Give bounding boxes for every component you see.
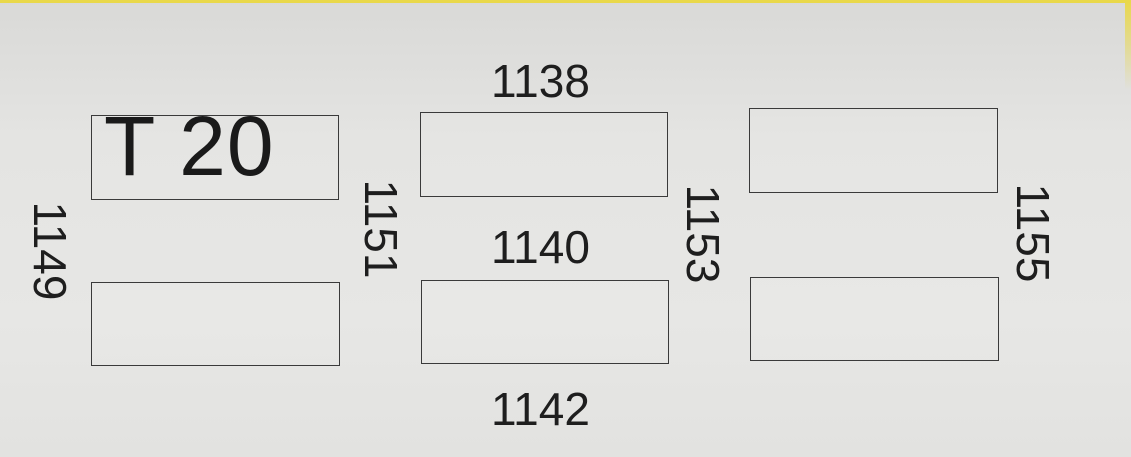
label-box-bottom-middle <box>421 280 669 364</box>
number-label: 1140 <box>491 221 590 273</box>
label-box-top-middle <box>420 112 668 197</box>
label-box-bottom-left <box>91 282 340 366</box>
label-box-bottom-right <box>750 277 999 361</box>
box-label: T 20 <box>104 99 275 193</box>
number-label: 1142 <box>491 383 590 435</box>
top-edge-strip <box>0 0 1131 3</box>
vertical-number-label: 1155 <box>1007 183 1059 283</box>
vertical-number-label: 1153 <box>677 184 729 284</box>
vertical-number-label: 1149 <box>24 201 76 301</box>
number-label: 1138 <box>491 55 590 107</box>
label-box-t20: T 20 <box>91 104 339 200</box>
corner-strip <box>1125 0 1131 90</box>
label-box-top-right <box>749 108 998 193</box>
vertical-number-label: 1151 <box>355 179 407 279</box>
